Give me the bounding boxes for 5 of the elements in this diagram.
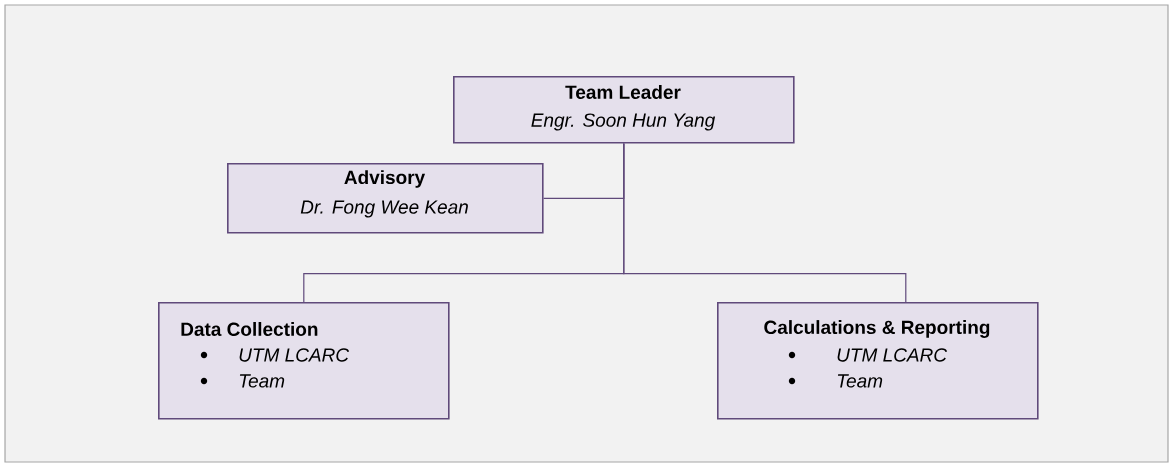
connector-line (623, 143, 907, 303)
org-box: Data Collection UTM LCARC Team (158, 302, 450, 420)
org-box: Team Leader Engr. Soon Hun Yang (453, 76, 795, 144)
org-box: Advisory Dr. Fong Wee Kean (227, 163, 544, 234)
org-box: Calculations & Reporting UTM LCARC Team (717, 302, 1039, 420)
